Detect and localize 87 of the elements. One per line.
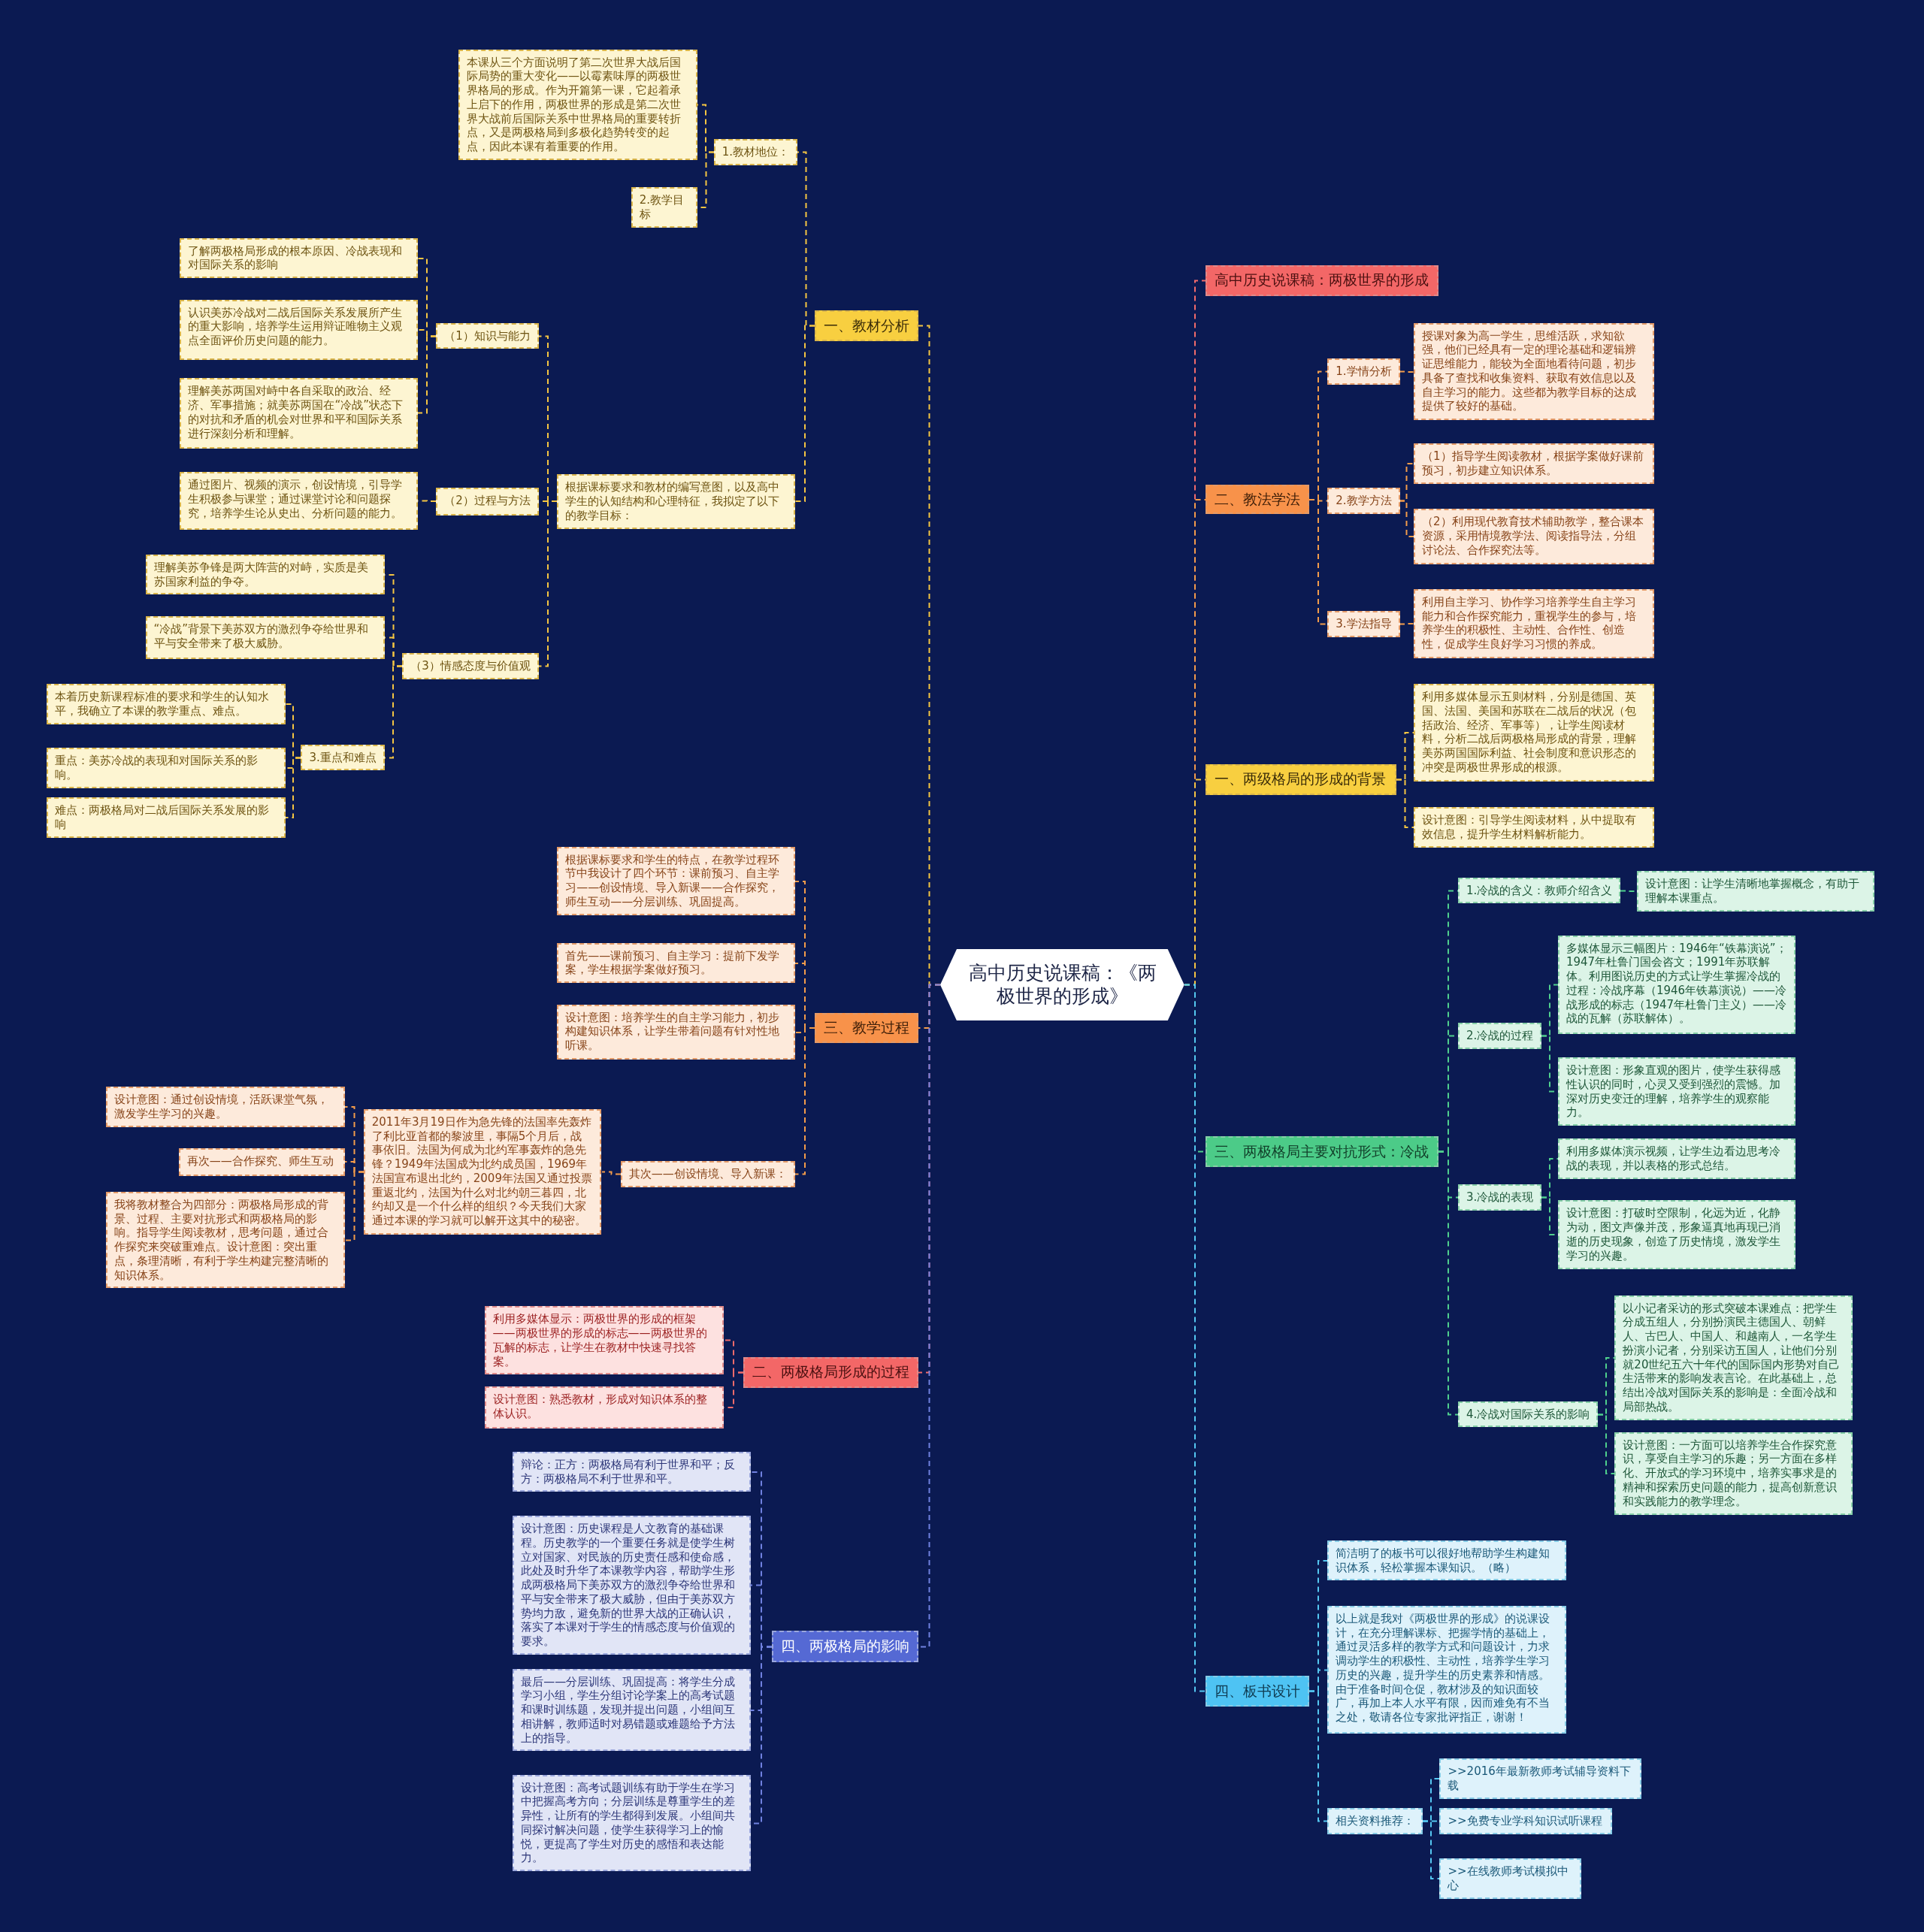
note-box: （3）情感态度与价值观 — [402, 653, 539, 679]
note-box: 认识美苏冷战对二战后国际关系发展所产生的重大影响，培养学生运用辩证唯物主义观点全面评价历史问题的能力。 — [180, 299, 418, 360]
note-box: 了解两极格局形成的根本原因、冷战表现和对国际关系的影响 — [180, 237, 418, 278]
topic-box: 三、两极格局主要对抗形式：冷战 — [1205, 1136, 1438, 1168]
note-box: 2.冷战的过程 — [1458, 1023, 1542, 1049]
note-box: 利用自主学习、协作学习培养学生自主学习能力和合作探究能力，重视学生的参与，培养学生的积极性、主动性、合作性、创造性，促成学生良好学习习惯的养成。 — [1414, 588, 1654, 658]
connector-line — [794, 325, 815, 502]
note-box: 首先——课前预习、自主学习：提前下发学案，学生根据学案做好预习。 — [557, 942, 795, 984]
topic-box: 一、教材分析 — [814, 310, 918, 342]
note-box: 3.重点和难点 — [301, 744, 385, 771]
note-box: （1）知识与能力 — [436, 322, 539, 349]
note-box: 辩论：正方：两极格局有利于世界和平；反方：两极格局不利于世界和平。 — [513, 1451, 751, 1492]
connector-line — [1399, 370, 1414, 373]
note-box: 利用多媒体显示：两极世界的形成的框架——两极世界的形成的标志——两极世界的瓦解的标志，让学生在教材中快速寻找答案。 — [484, 1306, 724, 1375]
note-box: 以小记者采访的形式突破本课难点：把学生分成五组人，分别扮演民主德国人、朝鲜人、古巴人、中国人、和越南人，一名学生扮演小记者，分别采访五国人，让他们分别就20世纪五六十年代的国际国内形势对自己生活带来的影响发表言论。在此基础上，总结出冷战对国际关系的影响是：全面冷战和局部热战。 — [1614, 1295, 1853, 1420]
connector-line — [1308, 1690, 1328, 1822]
note-box: 设计意图：形象直观的图片，使学生获得感性认识的同时，心灵又受到强烈的震憾。加深对历史变迁的理解，培养学生的观察能力。 — [1557, 1057, 1796, 1126]
central-topic: 高中历史说课稿：《两极世界的形成》 — [940, 948, 1184, 1020]
connector-line — [417, 500, 437, 502]
note-box: 3.学法指导 — [1327, 611, 1400, 638]
note-box: >>免费专业学科知识试听课程 — [1439, 1807, 1613, 1834]
connector-line — [417, 335, 437, 414]
note-box: （1）指导学生阅读教材，根据学案做好课前预习，初步建立知识体系。 — [1414, 443, 1654, 484]
note-box: 再次——合作探究、师生互动 — [178, 1148, 346, 1176]
topic-box: 高中历史说课稿：两极世界的形成 — [1205, 265, 1438, 296]
note-box: 利用多媒体显示五则材料，分别是德国、英国、法国、美国和苏联在二战后的状况（包括政治、经济、军事等），让学生阅读材料，分析二战后两极格局形成的背景，理解美苏两国国际利益、社会制度和意识形态的冲突是两极世界形成的根源。 — [1414, 684, 1654, 782]
note-box: 3.冷战的表现 — [1458, 1184, 1542, 1211]
note-box: 本着历史新课程标准的要求和学生的认知水平，我确立了本课的教学重点、难点。 — [47, 684, 286, 724]
note-box: 设计意图：高考试题训练有助于学生在学习中把握高考方向；分层训练是尊重学生的差异性，让所有的学生都得到发展。小组间共同探讨解决问题，使学生获得学习上的愉悦，更提高了学生对历史的感悟和表达能力。 — [513, 1774, 751, 1872]
note-box: 设计意图：熟悉教材，形成对知识体系的整体认识。 — [484, 1386, 724, 1429]
note-box: 设计意图：引导学生阅读材料，从中提取有效信息，提升学生材料解析能力。 — [1414, 807, 1654, 848]
note-box: 通过图片、视频的演示，创设情境，引导学生积极参与课堂；通过课堂讨论和问题探究，培养学生论从史出、分析问题的能力。 — [180, 472, 418, 531]
connector-line — [1399, 623, 1414, 625]
note-box: 根据课标要求和学生的特点，在教学过程环节中我设计了四个环节：课前预习、自主学习——创设情境、导入新课——合作探究，师生互动——分层训练、巩固提高。 — [557, 846, 795, 916]
note-box: 本课从三个方面说明了第二次世界大战后国际局势的重大变化——以霉素味厚的两极世界格局的形成。作为开篇第一课，它起着承上启下的作用，两极世界的形成是第二次世界大战前后国际关系中世界格局的重要转折点，又是两极格局到多极化趋势转变的起点，因此本课有着重要的作用。 — [458, 49, 698, 160]
note-box: 相关资料推荐： — [1327, 1807, 1423, 1834]
note-box: 最后——分层训练、巩固提高：将学生分成学习小组，学生分组讨论学案上的高考试题和课时训练题，发现并提出问题，小组间互相讲解，教师适时对易错题或难题给予方法上的指导。 — [513, 1668, 751, 1752]
connector-line — [723, 1371, 744, 1408]
note-box: 1.教材地位： — [713, 139, 798, 166]
note-box: >>2016年最新教师考试辅导资料下载 — [1439, 1758, 1642, 1799]
note-box: 简洁明了的板书可以很好地帮助学生构建知识体系，轻松掌握本课知识。（略） — [1327, 1540, 1567, 1581]
note-box: 多媒体显示三幅图片：1946年“铁幕演说”；1947年杜鲁门国会咨文；1991年苏联解体。利用图说历史的方式让学生掌握冷战的过程：冷战序幕（1946年铁幕演说）——冷战形成的标志（1947年杜鲁门主义）——冷战的瓦解（苏联解体）。 — [1557, 935, 1796, 1034]
note-box: （2）过程与方法 — [436, 488, 539, 516]
note-box: 重点：美苏冷战的表现和对国际关系的影响。 — [47, 748, 286, 788]
topic-box: 二、教法学法 — [1205, 484, 1309, 515]
note-box: 1.学情分析 — [1327, 358, 1400, 385]
topic-box: 四、板书设计 — [1205, 1676, 1309, 1707]
connector-line — [285, 757, 301, 818]
topic-box: 三、教学过程 — [814, 1013, 918, 1043]
connector-line — [1422, 1820, 1440, 1879]
connector-line — [344, 1171, 365, 1241]
note-box: 我将教材整合为四部分：两极格局形成的背景、过程、主要对抗形式和两极格局的影响。指导学生阅读教材，思考问题，通过合作探究来突破重难点。设计意图：突出重点，条理清晰，有利于学生构建完整清晰的知识体系。 — [106, 1191, 346, 1289]
note-box: 设计意图：历史课程是人文教育的基础课程。历史教学的一个重要任务就是使学生树立对国家、对民族的历史责任感和使命感，此处及时升华了本课教学内容，帮助学生形成两极格局下美苏双方的激烈争夺给世界和平与安全带来了极大威胁，但由于美苏双方势均力敌，避免新的世界大战的正确认识，落实了本课对于学生的情感态度与价值观的要求。 — [513, 1516, 751, 1655]
connector-line — [1396, 779, 1414, 828]
topic-box: 四、两极格局的影响 — [771, 1630, 918, 1663]
topic-box: 一、两级格局的形成的背景 — [1205, 763, 1397, 795]
topic-box: 二、两极格局形成的过程 — [743, 1356, 918, 1388]
note-box: 2011年3月19日作为急先锋的法国率先轰炸了利比亚首都的黎波里，事隔5个月后，战事依旧。法国为何成为北约军事轰炸的急先锋？1949年法国成为北约成员国，1969年法国宣布退出北约，2009年法国又通过投票重返北约，法国为什么对北约朝三暮四，北约却又是一个什么样的组织？今天我们大家通过本课的学习就可以解开这其中的秘密。 — [363, 1108, 602, 1235]
note-box: “冷战”背景下美苏双方的激烈争夺给世界和平与安全带来了极大威胁。 — [145, 616, 385, 660]
connector-line — [1399, 500, 1414, 537]
connector-line — [1438, 1150, 1459, 1416]
connector-line — [1184, 984, 1206, 1692]
note-box: 设计意图：通过创设情境，活跃课堂气氛，激发学生学习的兴趣。 — [106, 1087, 346, 1127]
connector-line — [794, 1027, 815, 1175]
note-box: 2.教学目标 — [631, 187, 698, 228]
note-box: 以上就是我对《两极世界的形成》的说课设计，在充分理解课标、把握学情的基础上，通过灵活多样的教学方式和问题设计，力求调动学生的积极性、主动性，培养学生学习历史的兴趣，提升学生的历史素养和情感。由于准备时间仓促，教材涉及的知识面较广，再加上本人水平有限，因而难免有不当之处，敬请各位专家批评指正，谢谢！ — [1327, 1605, 1567, 1734]
note-box: 授课对象为高一学生，思维活跃，求知欲强，他们已经具有一定的理论基础和逻辑辨证思维能力，能较为全面地看待问题，初步具备了查找和收集资料、获取有效信息以及自主学习的能力。这些都为教学目标的达成提供了较好的基础。 — [1414, 322, 1654, 421]
connector-line — [1597, 1413, 1615, 1474]
connector-line — [1308, 499, 1328, 625]
note-box: 利用多媒体演示视频，让学生边看边思考冷战的表现，并以表格的形式总结。 — [1557, 1138, 1796, 1179]
note-box: >>在线教师考试模拟中心 — [1439, 1858, 1582, 1899]
note-box: 4.冷战对国际关系的影响 — [1458, 1401, 1599, 1428]
note-box: 理解美苏两国对峙中各自采取的政治、经济、军事措施；就美苏两国在“冷战”状态下的对抗和矛盾的机会对世界和平和国际关系进行深刻分析和理解。 — [180, 378, 418, 449]
note-box: 设计意图：培养学生的自主学习能力，初步构建知识体系，让学生带着问题有针对性地听课。 — [557, 1004, 795, 1060]
connector-line — [538, 500, 558, 667]
note-box: 难点：两极格局对二战后国际关系发展的影响 — [47, 797, 286, 838]
note-box: 设计意图：让学生清晰地掌握概念，有助于理解本课重点。 — [1636, 871, 1875, 912]
note-box: 设计意图：打破时空限制，化远为近，化静为动，图文声像并茂，形象逼真地再现已消逝的历史现象，创造了历史情境，激发学生学习的兴趣。 — [1557, 1200, 1796, 1270]
connector-line — [601, 1171, 622, 1175]
note-box: （2）利用现代教育技术辅助教学，整合课本资源，采用情境教学法、阅读指导法，分组讨论法、合作探究法等。 — [1414, 509, 1654, 565]
note-box: 1.冷战的含义：教师介绍含义 — [1458, 877, 1621, 904]
note-box: 理解美苏争锋是两大阵营的对峙，实质是美苏国家利益的争夺。 — [145, 555, 385, 595]
note-box: 设计意图：一方面可以培养学生合作探究意识，享受自主学习的乐趣；另一方面在多样化、开放式的学习环境中，培养实事求是的精神和探索历史问题的能力，提高创新意识和实践能力的教学理念。 — [1614, 1432, 1853, 1515]
note-box: 2.教学方法 — [1327, 488, 1400, 515]
note-box: 其次——创设情境、导入新课： — [620, 1160, 795, 1187]
note-box: 根据课标要求和教材的编写意图，以及高中学生的认知结构和心理特征，我拟定了以下的教学目标： — [557, 474, 795, 529]
connector-line — [383, 665, 403, 759]
